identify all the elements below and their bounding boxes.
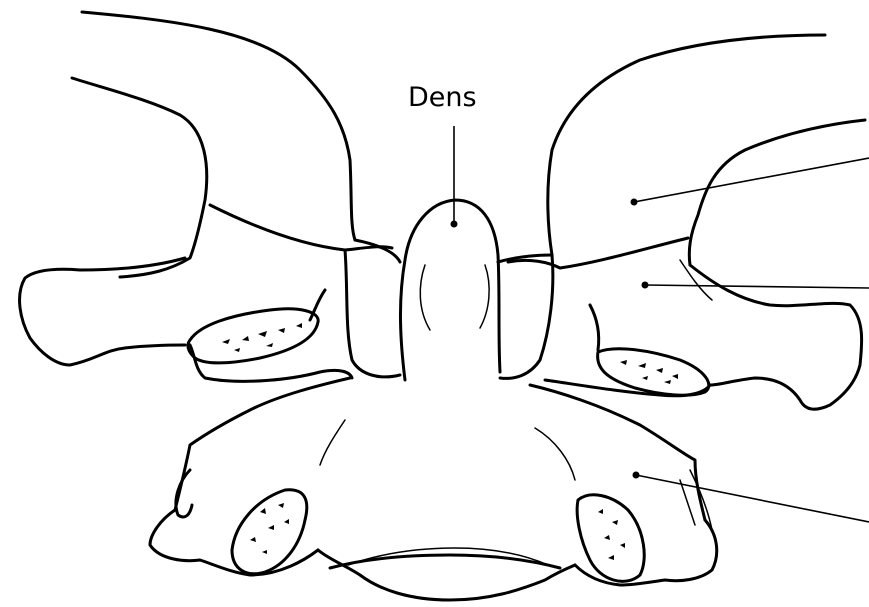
axis-right-inferior-process [575,520,717,585]
axis-left-side-notch [176,470,192,517]
occipital-outline-right [548,35,825,255]
atlas-right-foramen-lip [680,260,712,300]
axis-left-foramen-texture [250,503,289,554]
dens-outline [400,200,500,380]
axis-body-left-contour [320,420,345,465]
atlas-right-foramen-texture [620,360,678,384]
upper-right-pointer-line [634,158,869,202]
axis-right-inferior-foramen [577,495,644,582]
axis-body-inferior-border [318,550,575,600]
axis-body-left-shoulder [175,378,350,510]
occipital-outline-left [82,12,355,240]
atlas-right-lateral-mass [500,255,553,378]
dens-inner-left-line [420,265,430,330]
axis-left-inferior-foramen [232,490,307,574]
atlas-right-upper-border [508,238,688,268]
dens-pointer-dot [451,221,458,228]
upper-right-pointer-dot [631,199,638,206]
mastoid-outline-left [72,78,207,277]
atlas-left-transverse-process [20,258,185,365]
axis-body-right-contour [535,428,575,480]
lower-right-pointer-line [636,475,869,522]
axis-body-right-shoulder [530,385,705,520]
middle-right-pointer-dot [642,282,649,289]
axis-right-foramen-texture [598,509,625,560]
lower-right-pointer-dot [633,472,640,479]
atlas-right-transverse-foramen [598,349,709,395]
dens-label: Dens [408,82,477,113]
atlas-left-lateral-mass [345,250,400,377]
axis-left-superior-facet [355,240,400,262]
mastoid-outline-right [689,120,865,265]
atlas-left-transverse-foramen [188,309,318,363]
dens-inner-right-line [480,265,489,328]
atlas-right-vertical-edge [590,305,599,350]
middle-right-pointer-line [645,285,869,288]
atlas-right-lower-border [545,380,710,396]
